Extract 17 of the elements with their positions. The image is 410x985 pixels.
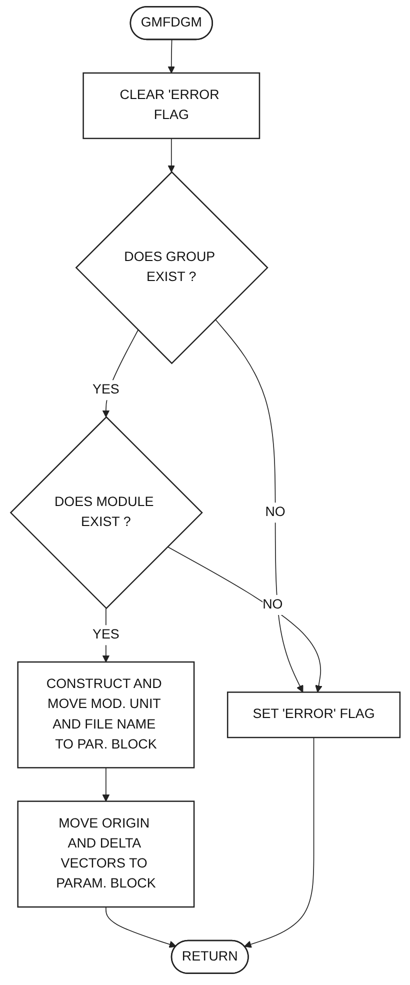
arrow [167,138,175,172]
node-diamond: DOES MODULE EXIST ? [10,416,203,610]
arrow [244,737,314,948]
node-box: CONSTRUCT AND MOVE MOD. UNIT AND FILE NAME TO PAR. BLOCK [16,661,194,768]
arrow [214,318,303,693]
arrow [105,906,176,948]
edge-label: YES [92,382,120,397]
edge-label: NO [262,597,282,612]
edge-label: NO [264,505,286,520]
node-box: SET 'ERROR' FLAG [226,692,400,738]
node-diamond: DOES GROUP EXIST ? [74,171,268,364]
node-box: MOVE ORIGIN AND DELTA VECTORS TO PARAM. BLOCK [16,800,194,908]
edge-label: YES [92,628,120,642]
arrow [167,39,175,74]
arrow [102,767,110,802]
node-box: CLEAR 'ERROR FLAG [82,72,260,140]
arrow [166,546,322,693]
